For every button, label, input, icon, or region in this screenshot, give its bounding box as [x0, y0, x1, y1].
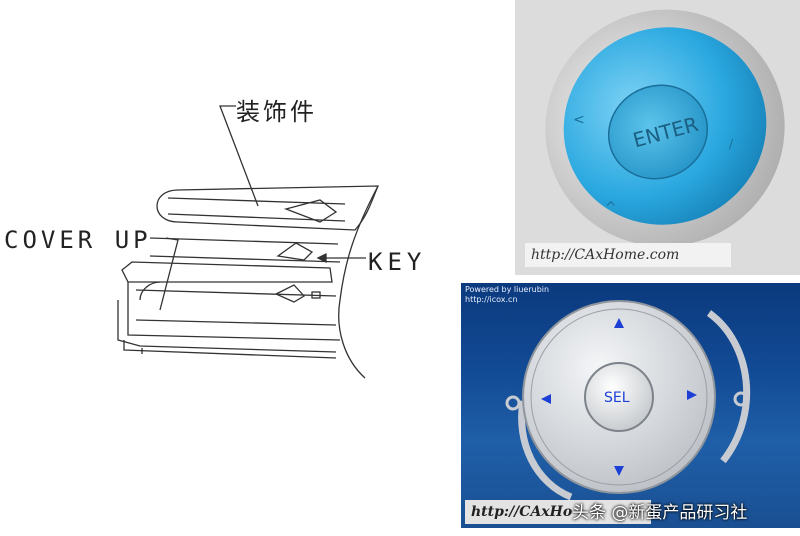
center-button	[607, 84, 709, 180]
left-arrow-glyph: <	[573, 112, 585, 128]
sel-text: SEL	[604, 390, 630, 406]
right-arrow-icon	[687, 390, 697, 400]
cover-up-outline	[121, 261, 333, 283]
key-label: KEY	[368, 248, 427, 276]
top-url-caption: http://CAxHome.com	[525, 243, 731, 267]
down-arrow-icon	[614, 466, 624, 476]
down-arrow-glyph: ^	[605, 200, 617, 216]
line-drawing	[117, 105, 379, 379]
left-arrow-icon	[541, 394, 551, 404]
left-rail	[518, 400, 573, 501]
cover-leader-line	[159, 237, 179, 311]
credit-line-1: Powered by liuerubin	[465, 285, 550, 294]
right-rail-knob	[733, 391, 749, 407]
enter-render-graphic: ENTER < ^ /	[545, 9, 785, 247]
enter-button-render: ENTER < ^ / http://CAxHome.com	[515, 0, 800, 275]
right-rail	[706, 310, 751, 464]
key-glyph	[276, 242, 314, 261]
left-rail-knob	[505, 395, 521, 411]
trim-arrow-shape	[283, 199, 338, 223]
right-arrow-glyph: /	[729, 137, 734, 151]
trim-label: 装饰件	[236, 98, 317, 126]
cover-up-label: COVER UP	[4, 226, 152, 254]
trim-leader-line	[219, 105, 259, 207]
up-arrow-icon	[614, 318, 624, 328]
watermark-text: 头条 @新蛋产品研习社	[572, 503, 748, 523]
inner-groove	[530, 308, 708, 486]
cover-arrow-glyph	[274, 284, 306, 303]
credit-line-2: http://icox.cn	[465, 295, 518, 304]
bottom-url-caption: http://CAxHo	[465, 500, 651, 524]
trim-piece-outline	[156, 185, 379, 231]
sel-button-render: Powered by liuerubin http://icox.cn SEL …	[461, 283, 800, 528]
sel-render-graphic: SEL	[505, 300, 751, 501]
sel-center-button	[584, 362, 654, 432]
